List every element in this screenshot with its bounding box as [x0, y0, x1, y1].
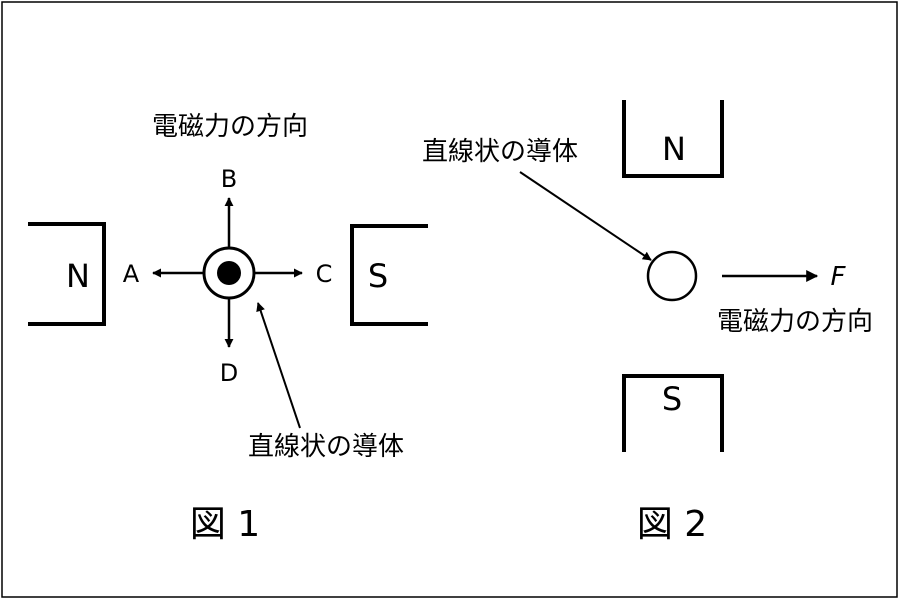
fig1-conductor-label: 直線状の導体	[248, 432, 404, 462]
fig1-force-title: 電磁力の方向	[152, 112, 308, 142]
fig1-magnet-n	[28, 222, 106, 326]
fig1-current-dot	[217, 261, 241, 285]
fig1-conductor-pointer	[256, 302, 301, 429]
fig2-conductor-pointer	[519, 171, 652, 261]
fig2-magnet-s-label: S	[662, 380, 682, 418]
fig2-magnet-s	[622, 374, 724, 452]
fig1-label-c: C	[316, 260, 333, 288]
fig2-caption: 図 2	[637, 504, 707, 545]
fig2-force-symbol: F	[831, 262, 847, 292]
fig2-conductor-circle	[646, 250, 698, 302]
fig2-force-label: 電磁力の方向	[717, 307, 873, 337]
fig2-magnet-n	[622, 100, 724, 178]
fig1-label-d: D	[220, 359, 238, 387]
fig2-conductor-label: 直線状の導体	[422, 137, 578, 167]
fig1-magnet-s-label: S	[368, 257, 388, 295]
fig1-label-a: A	[123, 260, 140, 288]
fig1-magnet-s	[350, 224, 428, 326]
fig1-caption: 図 1	[190, 504, 260, 545]
fig1-magnet-n-label: N	[66, 257, 90, 295]
fig2-magnet-n-label: N	[662, 130, 686, 168]
fig1-label-b: B	[221, 165, 237, 193]
